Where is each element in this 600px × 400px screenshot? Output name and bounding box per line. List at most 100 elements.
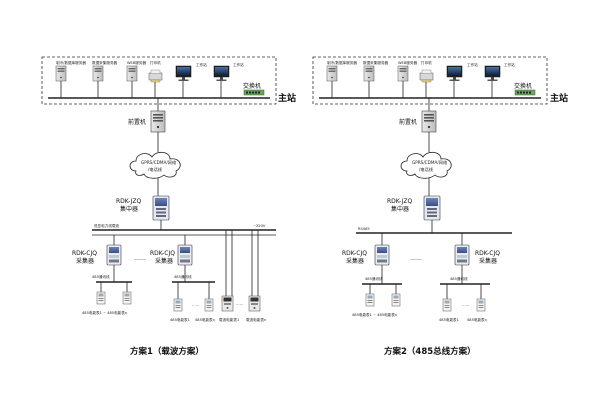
scheme2-cloud-line1: GPRS/CDMA/网络 [412, 159, 448, 166]
scheme1-server-1: 制冷/数据库服务器 [55, 60, 86, 82]
svg-text:WEB服务器: WEB服务器 [127, 60, 146, 65]
scheme2-rs485-label-a: 485通讯线 [365, 276, 383, 281]
workstation-icon [213, 65, 230, 82]
scheme2-meter-range-a: 485电能表1 ~ 485电能表n [352, 312, 397, 317]
svg-text:工作站: 工作站 [504, 62, 515, 67]
svg-text:制冷/数据库服务器: 制冷/数据库服务器 [56, 60, 86, 65]
scheme1-concentrator-line2: 集中器 [120, 205, 138, 213]
scheme1-collector-a-line2: 采集器 [76, 257, 94, 265]
server-icon [363, 65, 375, 82]
scheme1-workstation-2: 工作站 [213, 62, 244, 82]
printer-icon [148, 69, 163, 83]
carrier-meter-icon [248, 295, 261, 312]
scheme1-concentrator-line1: RDK-JZQ [116, 198, 141, 205]
workstation-icon [446, 65, 463, 82]
svg-text:工作站: 工作站 [467, 62, 478, 67]
server-icon [92, 65, 104, 82]
carrier-meter-icon [221, 295, 234, 312]
collector-icon [454, 244, 470, 266]
collector-icon [177, 244, 193, 266]
meter-icon [391, 293, 401, 307]
scheme1-voltage-label: ~220V [253, 224, 266, 228]
scheme1-collector-b-line1: RDK-CJQ [150, 250, 175, 257]
scheme1-rs485-label-b: 485通讯线 [174, 274, 192, 279]
scheme2-concentrator-line2: 集中器 [391, 205, 409, 213]
meter-icon [96, 291, 106, 305]
printer-icon [419, 69, 434, 83]
svg-text:工作站: 工作站 [196, 62, 207, 67]
frontend-icon [421, 110, 437, 133]
scheme2-server-3: WEB服务器 [397, 60, 417, 82]
server-icon [397, 65, 409, 82]
scheme1-carrier-label: 低压电力线载波 [94, 223, 120, 228]
switch-icon [243, 89, 265, 96]
scheme1-server-3: WEB服务器 [126, 60, 146, 82]
collector-icon [374, 244, 390, 266]
workstation-icon [175, 65, 192, 82]
scheme1-cloud-line2: /电话线 [148, 166, 163, 173]
scheme1-meter-range-b2: 485电能表n [195, 317, 215, 322]
scheme1-collector-b-line2: 采集器 [155, 257, 173, 265]
workstation-icon [484, 65, 501, 82]
switch-icon [514, 89, 536, 96]
svg-text:制冷/数据库服务器: 制冷/数据库服务器 [327, 60, 357, 65]
server-icon [326, 65, 338, 82]
frontend-icon [150, 110, 166, 133]
scheme2-station-frame [312, 56, 548, 105]
network-cloud-icon [129, 151, 181, 179]
scheme2-station-label: 主站 [550, 92, 568, 104]
scheme1-caption: 方案1（载波方案） [130, 346, 204, 357]
scheme1-station-label: 主站 [278, 92, 296, 104]
scheme1-switch-label: 交换机 [243, 82, 261, 90]
svg-text:……: …… [236, 302, 244, 306]
meter-icon [173, 298, 183, 312]
scheme1-diagram: 主站 制冷/数据库服务器 数据采集服务器 WEB服务器 打印机 工作站 工作站 [41, 56, 296, 357]
scheme1-frontend-label: 前置机 [128, 118, 146, 126]
scheme1-carrier-meter-a: 载波电能表1 [219, 317, 239, 322]
scheme2-ellipsis: …… [410, 255, 422, 262]
scheme2-rs485-label-b: 485通讯线 [450, 276, 468, 281]
svg-text:……: …… [462, 303, 470, 307]
svg-text:WEB服务器: WEB服务器 [398, 60, 417, 65]
scheme1-carrier-meter-b: 载波电能表n [246, 317, 266, 322]
meter-icon [365, 293, 375, 307]
scheme2-collector-a-line2: 采集器 [346, 257, 364, 265]
scheme1-meter-range-a: 485电能表1 ~ 485电能表n [82, 310, 127, 315]
concentrator-icon [152, 195, 170, 221]
scheme1-printer: 打印机 [148, 60, 163, 83]
scheme1-server-2: 数据采集服务器 [92, 60, 118, 82]
collector-icon [106, 244, 122, 266]
svg-text:工作站: 工作站 [233, 62, 244, 67]
scheme1-collector-a-line1: RDK-CJQ [72, 250, 97, 257]
scheme2-server-2: 数据采集服务器 [363, 60, 389, 82]
scheme2-workstation-1: 工作站 [446, 62, 478, 82]
scheme2-cloud-line2: /电话线 [419, 166, 434, 173]
scheme1-rs485-label-a: 485通讯线 [92, 274, 110, 279]
meter-icon [476, 298, 486, 312]
scheme1-ellipsis: …… [134, 255, 146, 262]
scheme2-meter-range-b: 485电能表1 [439, 317, 459, 322]
svg-text:数据采集服务器: 数据采集服务器 [363, 60, 389, 65]
scheme2-workstation-2: 工作站 [484, 62, 515, 82]
scheme1-station-frame [41, 56, 277, 105]
scheme2-meter-range-b2: 485电能表n [467, 317, 487, 322]
svg-text:数据采集服务器: 数据采集服务器 [92, 60, 118, 65]
scheme2-collector-b-line1: RDK-CJQ [475, 250, 500, 257]
scheme2-caption: 方案2（485总线方案） [384, 346, 476, 357]
scheme1-meter-range-b: 485电能表1 [170, 317, 190, 322]
meter-icon [122, 291, 132, 305]
scheme1-cloud-line1: GPRS/CDMA/网络 [141, 159, 177, 166]
scheme1-workstation-1: 工作站 [175, 62, 207, 82]
svg-text:……: …… [192, 303, 200, 307]
scheme2-collector-b-line2: 采集器 [479, 257, 497, 265]
scheme2-server-1: 制冷/数据库服务器 [326, 60, 357, 82]
meter-icon [442, 298, 452, 312]
scheme2-diagram: 主站 制冷/数据库服务器 数据采集服务器 WEB服务器 打印机 工作站 工作站 [312, 56, 568, 357]
scheme2-switch-label: 交换机 [514, 82, 532, 90]
server-icon [126, 65, 138, 82]
svg-text:打印机: 打印机 [421, 60, 432, 65]
scheme2-collector-a-line1: RDK-CJQ [342, 250, 367, 257]
scheme2-frontend-label: 前置机 [399, 118, 417, 126]
meter-icon [204, 298, 214, 312]
